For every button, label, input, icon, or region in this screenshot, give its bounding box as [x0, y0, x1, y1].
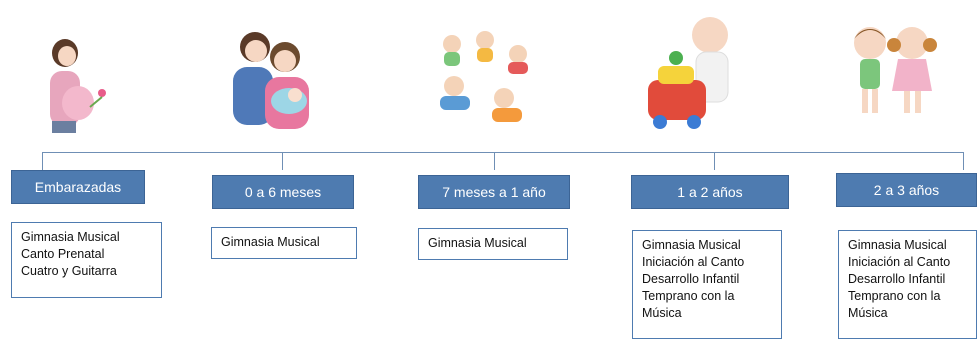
timeline-connector: [42, 152, 964, 153]
activity-item: Gimnasia Musical: [642, 238, 741, 252]
stage-header-embarazadas: Embarazadas: [11, 170, 145, 204]
activity-item: Música: [642, 306, 682, 320]
stage-connector: [282, 152, 283, 170]
toddler-with-toy-illustration: [648, 17, 729, 129]
stage-header-2-3-anos: 2 a 3 años: [836, 173, 977, 207]
activity-item: Gimnasia Musical: [221, 235, 320, 249]
activity-item: Cuatro y Guitarra: [21, 264, 117, 278]
activity-item: Temprano con la: [848, 289, 941, 303]
activity-item: Iniciación al Canto: [642, 255, 745, 269]
activity-item: Canto Prenatal: [21, 247, 105, 261]
stage-connector: [714, 152, 715, 170]
activity-item: Gimnasia Musical: [21, 230, 120, 244]
stage-connector: [494, 152, 495, 170]
activity-item: Música: [848, 306, 888, 320]
stage-header-1-2-anos: 1 a 2 años: [631, 175, 789, 209]
activity-item: Gimnasia Musical: [848, 238, 947, 252]
activity-item: Gimnasia Musical: [428, 236, 527, 250]
stage-header-0-6-meses: 0 a 6 meses: [212, 175, 354, 209]
pregnant-woman-illustration: [50, 39, 106, 133]
stage-connector: [963, 152, 964, 170]
crawling-babies-illustration: [440, 31, 528, 122]
stage-header-7-meses-1-ano: 7 meses a 1 año: [418, 175, 570, 209]
stage-header-label: 7 meses a 1 año: [442, 184, 546, 200]
activity-box-2-3-anos: Gimnasia Musical Iniciación al Canto Des…: [838, 230, 977, 339]
activity-box-0-6-meses: Gimnasia Musical: [211, 227, 357, 259]
activity-item: Iniciación al Canto: [848, 255, 951, 269]
activity-item: Desarrollo Infantil: [848, 272, 946, 286]
parents-with-baby-illustration: [233, 32, 309, 129]
activity-box-embarazadas: Gimnasia Musical Canto Prenatal Cuatro y…: [11, 222, 162, 298]
activity-box-1-2-anos: Gimnasia Musical Iniciación al Canto Des…: [632, 230, 782, 339]
activity-item: Temprano con la: [642, 289, 735, 303]
stage-header-label: 2 a 3 años: [873, 182, 940, 198]
two-children-illustration: [854, 27, 937, 113]
stage-connector: [42, 152, 43, 170]
activity-box-7-meses-1-ano: Gimnasia Musical: [418, 228, 568, 260]
stage-header-label: 1 a 2 años: [677, 184, 743, 200]
stage-header-label: 0 a 6 meses: [244, 184, 322, 200]
stage-header-label: Embarazadas: [34, 179, 122, 195]
activity-item: Desarrollo Infantil: [642, 272, 740, 286]
